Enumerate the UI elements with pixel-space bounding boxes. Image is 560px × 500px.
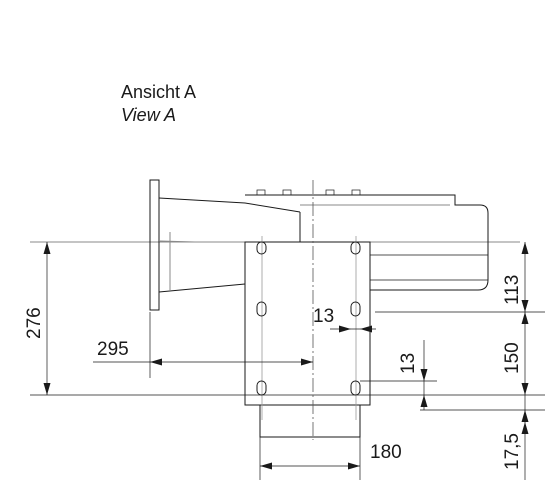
- dim-276: [43, 242, 51, 395]
- dim-150-label: 150: [502, 342, 523, 374]
- dim-17-5-label: 17,5: [502, 433, 523, 470]
- top-bolts: [256, 189, 361, 196]
- dim-180: [259, 437, 361, 480]
- dim-chain-right: [375, 242, 545, 480]
- dim-295-label: 295: [97, 339, 129, 360]
- dim-13-vertical: [360, 340, 437, 410]
- dim-13-vertical-label: 13: [398, 353, 419, 374]
- dim-13-horizontal-label: 13: [313, 306, 334, 327]
- arm-rib-detail: [159, 240, 196, 243]
- dim-180-label: 180: [370, 442, 402, 463]
- dim-13-horizontal: [330, 325, 376, 333]
- mounting-plate: [244, 241, 371, 406]
- lower-block: [259, 404, 361, 438]
- view-title-de: Ansicht A: [121, 82, 196, 102]
- tapered-arm: [158, 197, 301, 293]
- right-arm-lines: [370, 254, 488, 281]
- dim-295: [93, 312, 313, 378]
- dim-276-label: 276: [24, 307, 45, 339]
- slotted-holes: [256, 241, 361, 396]
- wall-flange-plate: [149, 179, 160, 311]
- view-title-en: View A: [121, 105, 176, 125]
- dim-113-label: 113: [502, 275, 523, 305]
- upper-housing: [245, 194, 489, 291]
